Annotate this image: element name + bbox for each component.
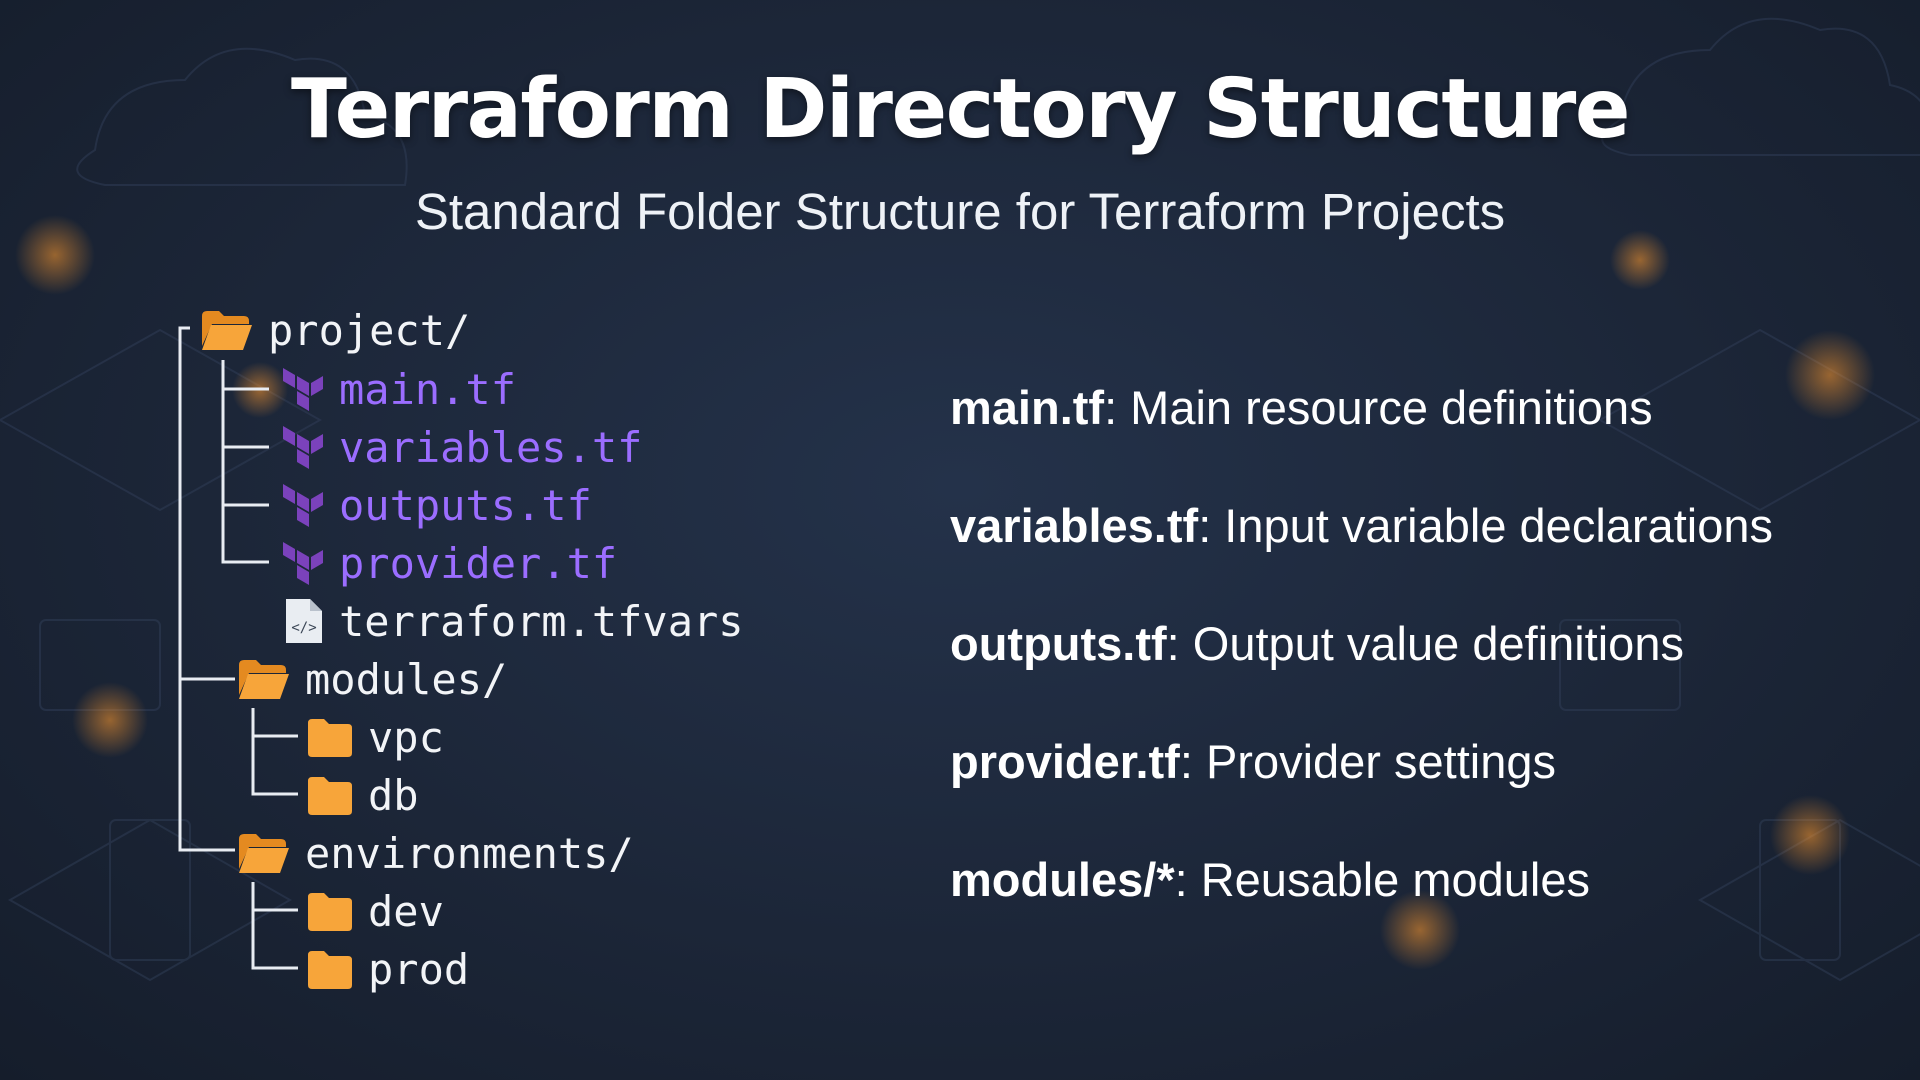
description-provider-tf: provider.tf: Provider settings [950,731,1556,791]
description-key: main.tf [950,380,1104,435]
terraform-icon [281,482,325,528]
tree-file-outputs-tf[interactable]: outputs.tf [281,477,592,533]
description-modules: modules/*: Reusable modules [950,849,1590,909]
tree-label: main.tf [339,365,516,414]
terraform-icon [281,540,325,586]
tree-label: modules/ [305,655,507,704]
folder-icon [306,717,354,757]
terraform-icon [281,424,325,470]
tree-label: terraform.tfvars [339,597,744,646]
tree-label: dev [368,887,444,936]
tree-label: environments/ [305,829,634,878]
tree-file-provider-tf[interactable]: provider.tf [281,535,617,591]
svg-text:</>: </> [291,620,316,636]
folder-open-icon [237,657,291,701]
description-text: : Reusable modules [1175,852,1590,907]
tree-file-terraform-tfvars[interactable]: </> terraform.tfvars [283,593,744,649]
tree-file-main-tf[interactable]: main.tf [281,361,516,417]
description-variables-tf: variables.tf: Input variable declaration… [950,495,1773,555]
description-key: outputs.tf [950,616,1167,671]
tree-label: project/ [268,306,470,355]
tree-folder-db[interactable]: db [306,767,419,823]
description-text: : Provider settings [1180,734,1556,789]
description-text: : Output value definitions [1167,616,1684,671]
tree-folder-modules[interactable]: modules/ [237,651,507,707]
description-key: variables.tf [950,498,1198,553]
description-key: provider.tf [950,734,1180,789]
tree-label: prod [368,945,469,994]
tree-folder-environments[interactable]: environments/ [237,825,634,881]
folder-icon [306,891,354,931]
tree-root-project[interactable]: project/ [200,302,470,358]
terraform-icon [281,366,325,412]
folder-open-icon [237,831,291,875]
tree-folder-dev[interactable]: dev [306,883,444,939]
folder-icon [306,949,354,989]
description-key: modules/* [950,852,1175,907]
tree-label: outputs.tf [339,481,592,530]
description-outputs-tf: outputs.tf: Output value definitions [950,613,1684,673]
tree-folder-vpc[interactable]: vpc [306,709,444,765]
tree-file-variables-tf[interactable]: variables.tf [281,419,642,475]
folder-icon [306,775,354,815]
code-file-icon: </> [283,596,325,646]
description-text: : Main resource definitions [1104,380,1653,435]
tree-label: vpc [368,713,444,762]
description-text: : Input variable declarations [1198,498,1773,553]
tree-label: provider.tf [339,539,617,588]
description-main-tf: main.tf: Main resource definitions [950,377,1653,437]
tree-label: variables.tf [339,423,642,472]
folder-open-icon [200,308,254,352]
tree-label: db [368,771,419,820]
tree-folder-prod[interactable]: prod [306,941,469,997]
